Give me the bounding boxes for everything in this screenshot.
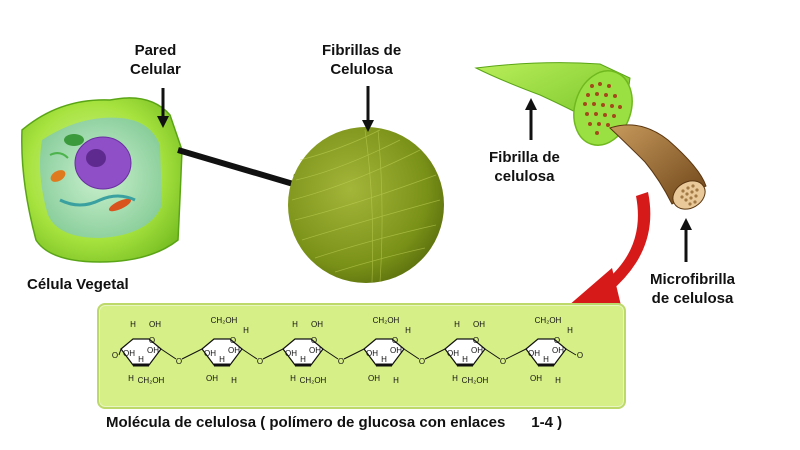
atom-h: H <box>454 320 460 329</box>
atom-oh: OH <box>530 374 542 383</box>
label-cellulose-fibrils: Fibrillas de Celulosa <box>322 42 402 78</box>
glycosidic-oxygen: O <box>257 357 263 366</box>
label-plant-cell: Célula Vegetal <box>27 276 129 293</box>
atom-oh: OH <box>285 349 297 358</box>
glycosidic-bond <box>403 348 420 360</box>
atom-h: H <box>219 355 225 364</box>
atom-h: H <box>128 374 134 383</box>
atom-ch2oh: CH₂OH <box>138 376 165 385</box>
atom-oh: OH <box>528 349 540 358</box>
atom-ch2oh: CH₂OH <box>462 376 489 385</box>
atom-ch2oh: CH₂OH <box>373 316 400 325</box>
glycosidic-oxygen: O <box>338 357 344 366</box>
atom-h: H <box>130 320 136 329</box>
ring-oxygen: O <box>473 336 479 345</box>
plant-cell-illustration <box>21 97 183 263</box>
ring-oxygen: O <box>230 336 236 345</box>
glycosidic-bond <box>160 348 177 360</box>
fibril-horn <box>474 62 633 146</box>
label-microfibril: Microfibrilla de celulosa <box>650 271 736 307</box>
ring-oxygen: O <box>311 336 317 345</box>
atom-h: H <box>231 376 237 385</box>
atom-oh: OH <box>471 346 483 355</box>
atom-h: H <box>393 376 399 385</box>
atom-oh: OH <box>473 320 485 329</box>
arrow-microfibril <box>680 218 692 262</box>
atom-h: H <box>452 374 458 383</box>
atom-oh: OH <box>390 346 402 355</box>
atom-h: H <box>138 355 144 364</box>
fibrils-disc <box>288 127 444 283</box>
terminal-bond <box>118 348 122 356</box>
caption-bond: 1-4 ) <box>531 414 563 431</box>
atom-h: H <box>555 376 561 385</box>
arrow-fibril <box>525 98 537 140</box>
glycosidic-bond <box>181 348 203 360</box>
ring-oxygen: O <box>392 336 398 345</box>
atom-h: H <box>405 326 411 335</box>
arrow-fibrils <box>362 86 374 132</box>
molecule-caption: Molécula de celulosa ( polímero de gluco… <box>106 414 562 431</box>
microfibril-horn <box>609 124 707 210</box>
atom-oh: OH <box>149 320 161 329</box>
atom-oh: OH <box>147 346 159 355</box>
label-cellulose-fibril: Fibrilla de celulosa <box>489 149 560 185</box>
glycosidic-bond <box>424 348 446 360</box>
terminal-bond <box>565 348 577 356</box>
glycosidic-bond <box>262 348 284 360</box>
atom-oh: OH <box>366 349 378 358</box>
atom-ch2oh: CH₂OH <box>211 316 238 325</box>
atom-ch2oh: CH₂OH <box>300 376 327 385</box>
red-curved-arrow <box>568 192 651 318</box>
atom-oh: OH <box>447 349 459 358</box>
arrow-cell-wall <box>157 88 169 128</box>
atom-h: H <box>462 355 468 364</box>
terminal-oxygen: O <box>577 351 583 360</box>
atom-h: H <box>292 320 298 329</box>
atom-oh: OH <box>368 374 380 383</box>
glycosidic-bond <box>241 348 258 360</box>
glycosidic-bond <box>343 348 365 360</box>
glycosidic-bond <box>322 348 339 360</box>
atom-oh: OH <box>123 349 135 358</box>
glycosidic-oxygen: O <box>176 357 182 366</box>
ring-oxygen: O <box>554 336 560 345</box>
terminal-oxygen: O <box>112 351 118 360</box>
atom-h: H <box>381 355 387 364</box>
glycosidic-oxygen: O <box>419 357 425 366</box>
atom-h: H <box>290 374 296 383</box>
caption-text: Molécula de celulosa ( polímero de gluco… <box>106 414 506 431</box>
fibril-cross-section-dots <box>583 82 622 135</box>
label-cell-wall: Pared Celular <box>130 42 181 78</box>
atom-h: H <box>567 326 573 335</box>
glycosidic-bond <box>484 348 501 360</box>
atom-oh: OH <box>311 320 323 329</box>
atom-h: H <box>300 355 306 364</box>
ring-oxygen: O <box>149 336 155 345</box>
atom-oh: OH <box>206 374 218 383</box>
atom-h: H <box>243 326 249 335</box>
glycosidic-bond <box>505 348 527 360</box>
atom-h: H <box>543 355 549 364</box>
glycosidic-oxygen: O <box>500 357 506 366</box>
atom-oh: OH <box>309 346 321 355</box>
atom-ch2oh: CH₂OH <box>535 316 562 325</box>
atom-oh: OH <box>228 346 240 355</box>
atom-oh: OH <box>204 349 216 358</box>
atom-oh: OH <box>552 346 564 355</box>
